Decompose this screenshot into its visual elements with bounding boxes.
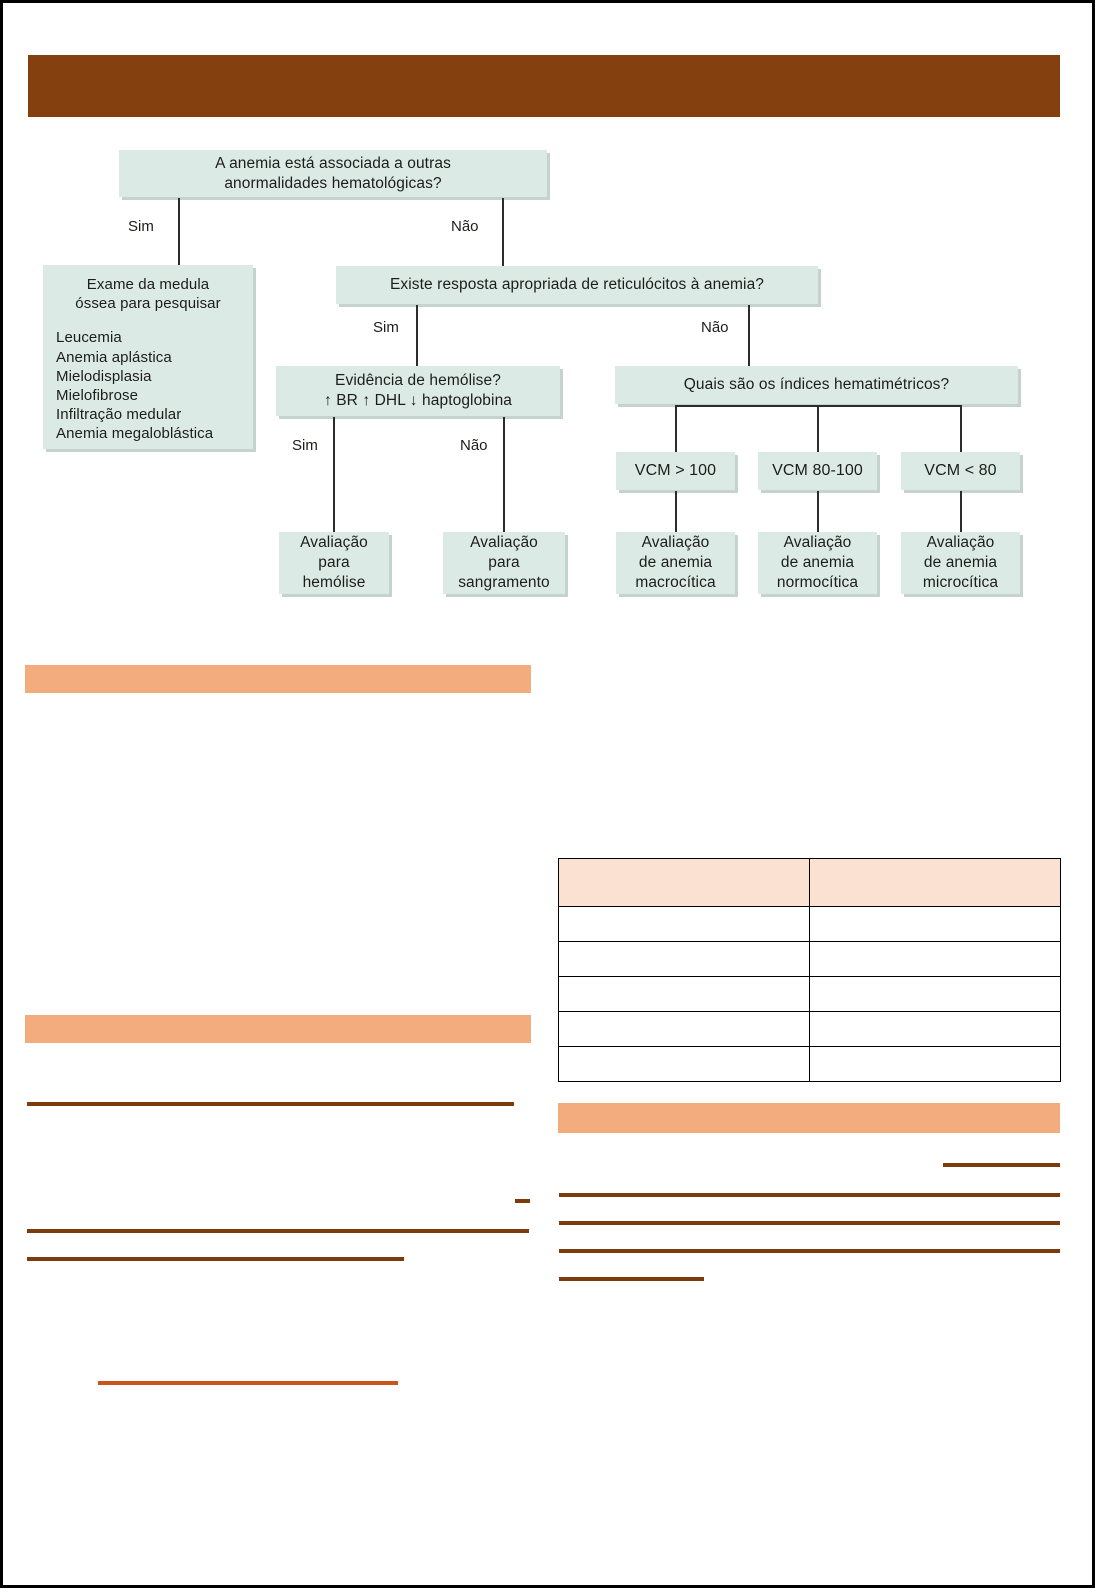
data-table <box>558 858 1061 1082</box>
eval-micro-line1: Avaliação <box>926 534 995 552</box>
edge-label-hemolysis-yes: Sim <box>292 437 318 454</box>
connector-retic-to-indices <box>748 305 750 366</box>
hemolysis-question-line1: Evidência de hemólise? <box>335 372 501 390</box>
eval-normo-line1: Avaliação <box>783 534 852 552</box>
table-header-cell-1 <box>809 858 1061 907</box>
table-row <box>558 1011 1061 1047</box>
table-cell <box>558 906 810 942</box>
section-band-left-mid <box>25 1015 531 1043</box>
table-cell <box>809 976 1061 1012</box>
flow-node-vcm-high: VCM > 100 <box>616 452 735 490</box>
connector-indices-to-vcm-low <box>960 405 962 452</box>
eval-hemolysis-line2: para <box>318 554 350 572</box>
flow-node-eval-normo: Avaliação de anemia normocítica <box>758 532 877 594</box>
marrow-exam-item-5: Anemia megaloblástica <box>56 425 214 443</box>
eval-micro-line3: microcítica <box>922 573 999 591</box>
page-title-band <box>28 55 1060 117</box>
anemia-diagnostic-flowchart: A anemia está associada a outras anormal… <box>3 3 1092 643</box>
marrow-exam-item-4: Infiltração medular <box>56 406 182 424</box>
table-cell <box>558 976 810 1012</box>
table-cell <box>558 1046 810 1082</box>
connector-retic-to-hemolysis <box>416 305 418 366</box>
hemolysis-question-line2: ↑ BR ↑ DHL ↓ haptoglobina <box>323 392 513 409</box>
retic-question-text: Existe resposta apropriada de reticulóci… <box>389 276 765 294</box>
text-rule-left-5 <box>98 1381 398 1385</box>
edge-label-hemolysis-no: Não <box>460 437 488 454</box>
vcm-high-text: VCM > 100 <box>634 461 717 479</box>
table-cell <box>558 941 810 977</box>
text-rule-left-2 <box>515 1199 530 1203</box>
table-row <box>558 976 1061 1012</box>
text-rule-right-2 <box>559 1193 1060 1197</box>
text-rule-right-3 <box>559 1221 1060 1225</box>
flow-node-indices-question: Quais são os índices hematimétricos? <box>615 366 1018 404</box>
text-rule-right-1 <box>943 1163 1060 1167</box>
flow-node-hemolysis-question: Evidência de hemólise? ↑ BR ↑ DHL ↓ hapt… <box>276 366 560 416</box>
marrow-exam-title-line2: óssea para pesquisar <box>75 295 221 313</box>
section-band-left-top <box>25 665 531 693</box>
eval-normo-line2: de anemia <box>780 554 855 572</box>
table-row <box>558 1046 1061 1082</box>
connector-hemolysis-to-eval-hemolysis <box>333 417 335 532</box>
marrow-exam-item-1: Anemia aplástica <box>56 348 172 366</box>
table-cell <box>809 1046 1061 1082</box>
table-header-row <box>558 858 1061 907</box>
connector-indices-to-vcm-high <box>675 405 677 452</box>
marrow-exam-item-3: Mielofibrose <box>56 386 139 404</box>
connector-vcm-high-to-eval-macro <box>675 491 677 532</box>
edge-label-retic-yes: Sim <box>373 319 399 336</box>
root-question-line1: A anemia está associada a outras <box>215 154 451 172</box>
root-question-line2: anormalidades hematológicas? <box>224 174 442 192</box>
eval-bleeding-line1: Avaliação <box>470 534 538 552</box>
marrow-exam-item-2: Mielodisplasia <box>56 367 152 385</box>
eval-hemolysis-line3: hemólise <box>302 573 366 591</box>
connector-indices-to-vcm-mid <box>817 405 819 452</box>
flow-node-eval-hemolysis: Avaliação para hemólise <box>279 532 389 594</box>
flow-node-retic-question: Existe resposta apropriada de reticulóci… <box>336 266 818 304</box>
text-rule-left-1 <box>27 1102 514 1106</box>
vcm-mid-text: VCM 80-100 <box>772 461 863 479</box>
table-cell <box>809 906 1061 942</box>
flow-node-vcm-mid: VCM 80-100 <box>758 452 877 490</box>
connector-vcm-mid-to-eval-normo <box>817 491 819 532</box>
marrow-exam-spacer <box>43 313 253 328</box>
vcm-low-text: VCM < 80 <box>924 461 997 479</box>
eval-macro-line3: macrocítica <box>635 573 716 591</box>
table-row <box>558 906 1061 942</box>
eval-macro-line2: de anemia <box>638 554 713 572</box>
table-row <box>558 941 1061 977</box>
indices-question-text: Quais são os índices hematimétricos? <box>683 376 950 394</box>
marrow-exam-title-line1: Exame da medula <box>86 276 210 293</box>
text-rule-right-4 <box>559 1249 1060 1253</box>
marrow-exam-item-0: Leucemia <box>56 329 122 347</box>
flow-node-eval-micro: Avaliação de anemia microcítica <box>901 532 1020 594</box>
edge-label-root-no: Não <box>451 218 479 235</box>
edge-label-retic-no: Não <box>701 319 729 336</box>
eval-hemolysis-line1: Avaliação <box>300 534 368 552</box>
eval-bleeding-line2: para <box>488 554 520 572</box>
flow-node-eval-macro: Avaliação de anemia macrocítica <box>616 532 735 594</box>
table-header-cell-0 <box>558 858 810 907</box>
eval-normo-line3: normocítica <box>776 573 859 591</box>
text-rule-left-3 <box>27 1229 529 1233</box>
text-rule-right-5 <box>559 1277 704 1281</box>
flow-node-marrow-exam: Exame da medula óssea para pesquisar Leu… <box>43 265 253 449</box>
connector-root-to-retic <box>502 198 504 266</box>
text-rule-left-4 <box>27 1257 404 1261</box>
eval-bleeding-line3: sangramento <box>458 573 550 591</box>
connector-hemolysis-to-eval-bleeding <box>503 417 505 532</box>
section-band-right <box>558 1103 1060 1133</box>
flow-node-vcm-low: VCM < 80 <box>901 452 1020 490</box>
flow-node-eval-bleeding: Avaliação para sangramento <box>443 532 565 594</box>
flow-node-root-question: A anemia está associada a outras anormal… <box>119 150 547 197</box>
table-cell <box>558 1011 810 1047</box>
edge-label-root-yes: Sim <box>128 218 154 235</box>
eval-micro-line2: de anemia <box>923 554 998 572</box>
table-cell <box>809 1011 1061 1047</box>
table-cell <box>809 941 1061 977</box>
connector-root-to-marrow <box>178 198 180 266</box>
connector-vcm-low-to-eval-micro <box>960 491 962 532</box>
eval-macro-line1: Avaliação <box>641 534 710 552</box>
